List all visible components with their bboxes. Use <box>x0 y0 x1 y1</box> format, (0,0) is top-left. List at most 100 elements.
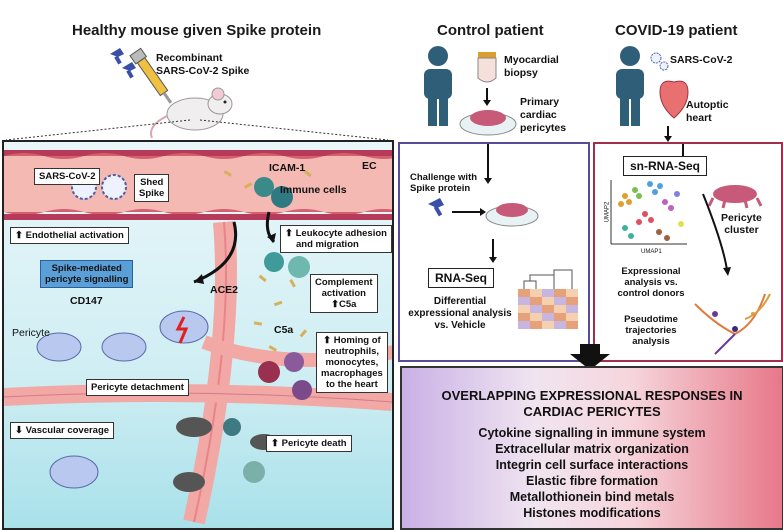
covid-panel-title: COVID-19 patient <box>615 22 738 39</box>
umap-x-label: UMAP1 <box>641 249 662 255</box>
summary-item: Cytokine signalling in immune system <box>478 426 706 440</box>
summary-box: OVERLAPPING EXPRESSIONAL RESPONSES IN CA… <box>400 366 783 530</box>
shed-text: Shed <box>140 177 164 188</box>
spike-mediated-text-1: Spike-mediated <box>51 263 122 274</box>
homing-text-3: monocytes, <box>325 357 379 368</box>
differential-text-3: vs. Vehicle <box>434 320 486 331</box>
endothelial-activation-box: ⬆ Endothelial activation <box>10 227 129 244</box>
summary-heading-1: OVERLAPPING EXPRESSIONAL RESPONSES IN <box>441 388 743 403</box>
homing-box: ⬆ Homing of neutrophils, monocytes, macr… <box>316 332 388 393</box>
leukocyte-text-2: and migration <box>296 239 359 250</box>
spike-mediated-signalling-box: Spike-mediated pericyte signalling <box>40 260 134 288</box>
endothelial-activation-text: Endothelial activation <box>25 230 124 241</box>
primary-label: Primary <box>520 96 560 108</box>
down-arrow-icon: ⬇ <box>15 425 23 436</box>
complement-box: Complement activation ⬆C5a <box>310 274 378 313</box>
spike-label: SARS-CoV-2 Spike <box>156 65 250 77</box>
up-arrow-icon: ⬆ <box>271 438 279 449</box>
spike-text: Spike <box>139 188 165 199</box>
shed-spike-label: Shed Spike <box>134 174 170 202</box>
spike-protein-icon <box>428 198 444 217</box>
vascular-coverage-text: Vascular coverage <box>25 425 110 436</box>
pericyte-cluster-icon <box>707 185 763 209</box>
challenge-text-2: Spike protein <box>410 183 471 194</box>
homing-text-2: neutrophils, <box>324 346 380 357</box>
c5a-fragment-icon <box>223 169 312 352</box>
immune-cells-label: Immune cells <box>280 184 347 196</box>
control-illustration <box>424 46 517 136</box>
expressional-text-1: Expressional <box>621 266 681 277</box>
big-down-arrow-icon <box>570 344 610 370</box>
person-icon <box>616 46 644 126</box>
rna-seq-box: RNA-Seq <box>428 268 495 288</box>
summary-item: Histones modifications <box>523 506 661 520</box>
complement-text-1: Complement <box>315 277 373 288</box>
mouse-icon <box>150 87 233 139</box>
up-arrow-icon: ⬆ <box>285 228 293 239</box>
immune-cell-icon <box>254 177 293 208</box>
pericyte-cluster-label: Pericyte cluster <box>721 212 762 236</box>
mouse-injection-illustration <box>110 47 233 139</box>
spike-protein-icon <box>110 48 136 79</box>
icam-label: ICAM-1 <box>269 162 306 174</box>
vascular-coverage-box: ⬇ Vascular coverage <box>10 422 115 439</box>
leukocyte-text-1: Leukocyte adhesion <box>295 228 387 239</box>
recombinant-label: Recombinant <box>156 52 223 64</box>
umap-y-label: UMAP2 <box>604 201 611 223</box>
summary-item: Elastic fibre formation <box>526 474 658 488</box>
sars-cov-2-virus-icon <box>650 52 669 71</box>
pseudotime-text-2: trajectories <box>625 325 677 336</box>
sn-rna-seq-box: sn-RNA-Seq <box>623 156 708 176</box>
vessel-scene <box>4 150 392 525</box>
homing-text-1: Homing of <box>333 335 381 346</box>
person-icon <box>424 46 452 126</box>
differential-text-1: Differential <box>433 296 487 307</box>
zoom-lines <box>5 119 389 141</box>
heatmap-icon <box>518 269 578 329</box>
leukocyte-box: ⬆ Leukocyte adhesion and migration <box>280 225 392 253</box>
complement-text-2: activation <box>321 288 366 299</box>
myocardial-label: Myocardial <box>504 54 559 66</box>
c5a-box-text: C5a <box>339 299 357 310</box>
summary-heading-2: CARDIAC PERICYTES <box>523 404 661 419</box>
covid-panel-box: sn-RNA-Seq UMAP2 UMAP1 Pericyte cluster … <box>593 142 783 362</box>
differential-text-2: expressional analysis <box>408 308 512 319</box>
cardiac-label: cardiac <box>520 109 557 121</box>
heart-icon <box>659 80 689 119</box>
pseudotime-text-3: analysis <box>632 336 670 347</box>
summary-item: Integrin cell surface interactions <box>495 458 689 472</box>
pericyte-detachment-box: Pericyte detachment <box>86 379 189 396</box>
covid-illustration <box>616 46 689 142</box>
ec-label: EC <box>362 160 377 172</box>
pseudotime-label: Pseudotime trajectories analysis <box>603 314 699 347</box>
ace2-label: ACE2 <box>210 284 239 296</box>
control-panel-box: Challenge with Spike protein RNA-Seq Dif… <box>398 142 590 362</box>
homing-text-5: to the heart <box>326 379 378 390</box>
pericyte-death-text: Pericyte death <box>281 438 347 449</box>
biopsy-label: biopsy <box>504 67 538 79</box>
spike-mediated-text-2: pericyte signalling <box>45 274 129 285</box>
pericytes-label: pericytes <box>520 122 567 134</box>
syringe-icon <box>129 47 173 104</box>
pseudotime-trajectory-icon <box>694 293 771 355</box>
expressional-text-2: analysis vs. <box>624 277 678 288</box>
up-arrow-icon: ⬆ <box>15 230 23 241</box>
c5a-label: C5a <box>274 324 294 336</box>
pseudotime-text-1: Pseudotime <box>624 314 678 325</box>
biopsy-tube-icon <box>477 52 497 83</box>
umap-scatter-icon <box>610 180 687 245</box>
sars-cov-2-label: SARS-CoV-2 <box>34 168 101 185</box>
covid-panel-graphics <box>610 144 771 355</box>
heart-label: heart <box>686 112 712 124</box>
expressional-label: Expressional analysis vs. control donors <box>603 266 699 299</box>
up-arrow-icon: ⬆ <box>331 299 340 310</box>
homing-text-4: macrophages <box>321 368 383 379</box>
pericyte-cluster-text-1: Pericyte <box>721 212 762 224</box>
summary-item: Extracellular matrix organization <box>495 442 689 456</box>
control-panel-title: Control patient <box>437 22 544 39</box>
mouse-vessel-panel: SARS-CoV-2 Shed Spike ICAM-1 EC Immune c… <box>2 140 394 530</box>
differential-label: Differential expressional analysis vs. V… <box>406 296 514 332</box>
cd147-label: CD147 <box>70 295 103 307</box>
autoptic-label: Autoptic <box>686 99 729 111</box>
petri-dish-icon <box>459 110 517 136</box>
